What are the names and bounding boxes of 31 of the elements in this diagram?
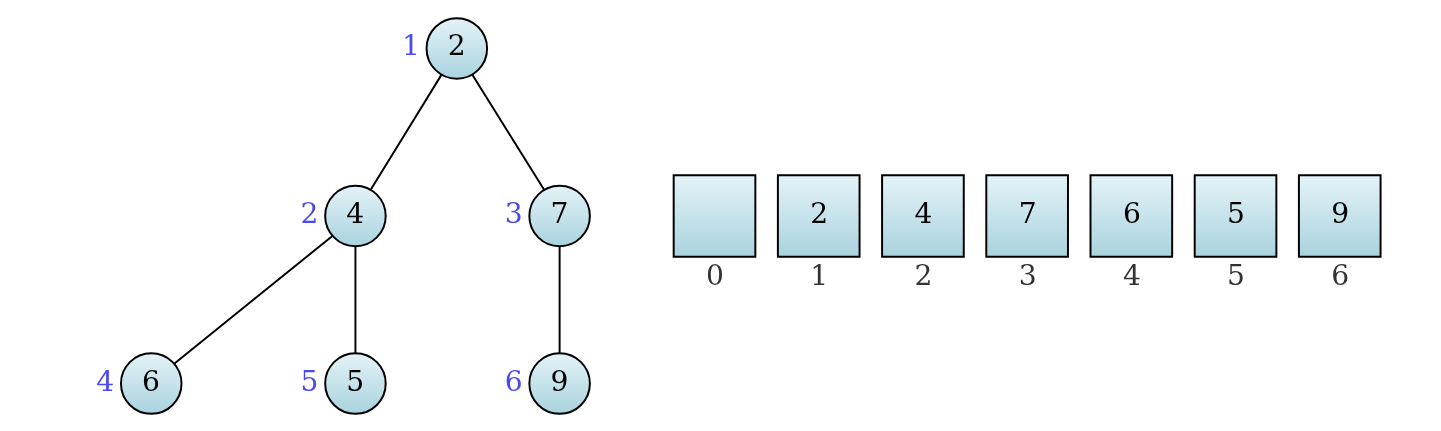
node-label: 2 [914, 258, 933, 292]
node-circle: 5 [324, 351, 387, 415]
connector [471, 73, 546, 191]
node-circle: 4 [324, 184, 387, 247]
node-label: 4 [96, 364, 115, 398]
node-box [672, 173, 757, 258]
node-label: 6 [1331, 258, 1350, 292]
node-label: 1 [401, 28, 420, 62]
node-label: 2 [300, 196, 319, 230]
connector [370, 73, 443, 190]
node-label: 3 [1018, 258, 1037, 292]
node-box: 6 [1089, 173, 1174, 258]
node-box: 9 [1297, 173, 1382, 258]
node-box: 4 [881, 173, 965, 258]
connector [354, 245, 357, 354]
node-label: 5 [1227, 258, 1246, 292]
node-circle: 9 [528, 351, 591, 415]
node-box: 2 [776, 173, 861, 258]
node-circle: 2 [425, 16, 489, 80]
connector [558, 245, 561, 354]
node-box: 7 [985, 173, 1069, 258]
node-box: 5 [1193, 173, 1278, 258]
node-label: 1 [810, 258, 829, 292]
node-circle: 6 [120, 351, 183, 415]
connector [173, 234, 334, 364]
node-label: 5 [300, 364, 319, 398]
node-label: 6 [504, 364, 523, 398]
node-label: 0 [706, 258, 724, 292]
node-label: 3 [504, 196, 523, 230]
node-label: 4 [1122, 258, 1141, 292]
node-circle: 7 [528, 184, 591, 247]
